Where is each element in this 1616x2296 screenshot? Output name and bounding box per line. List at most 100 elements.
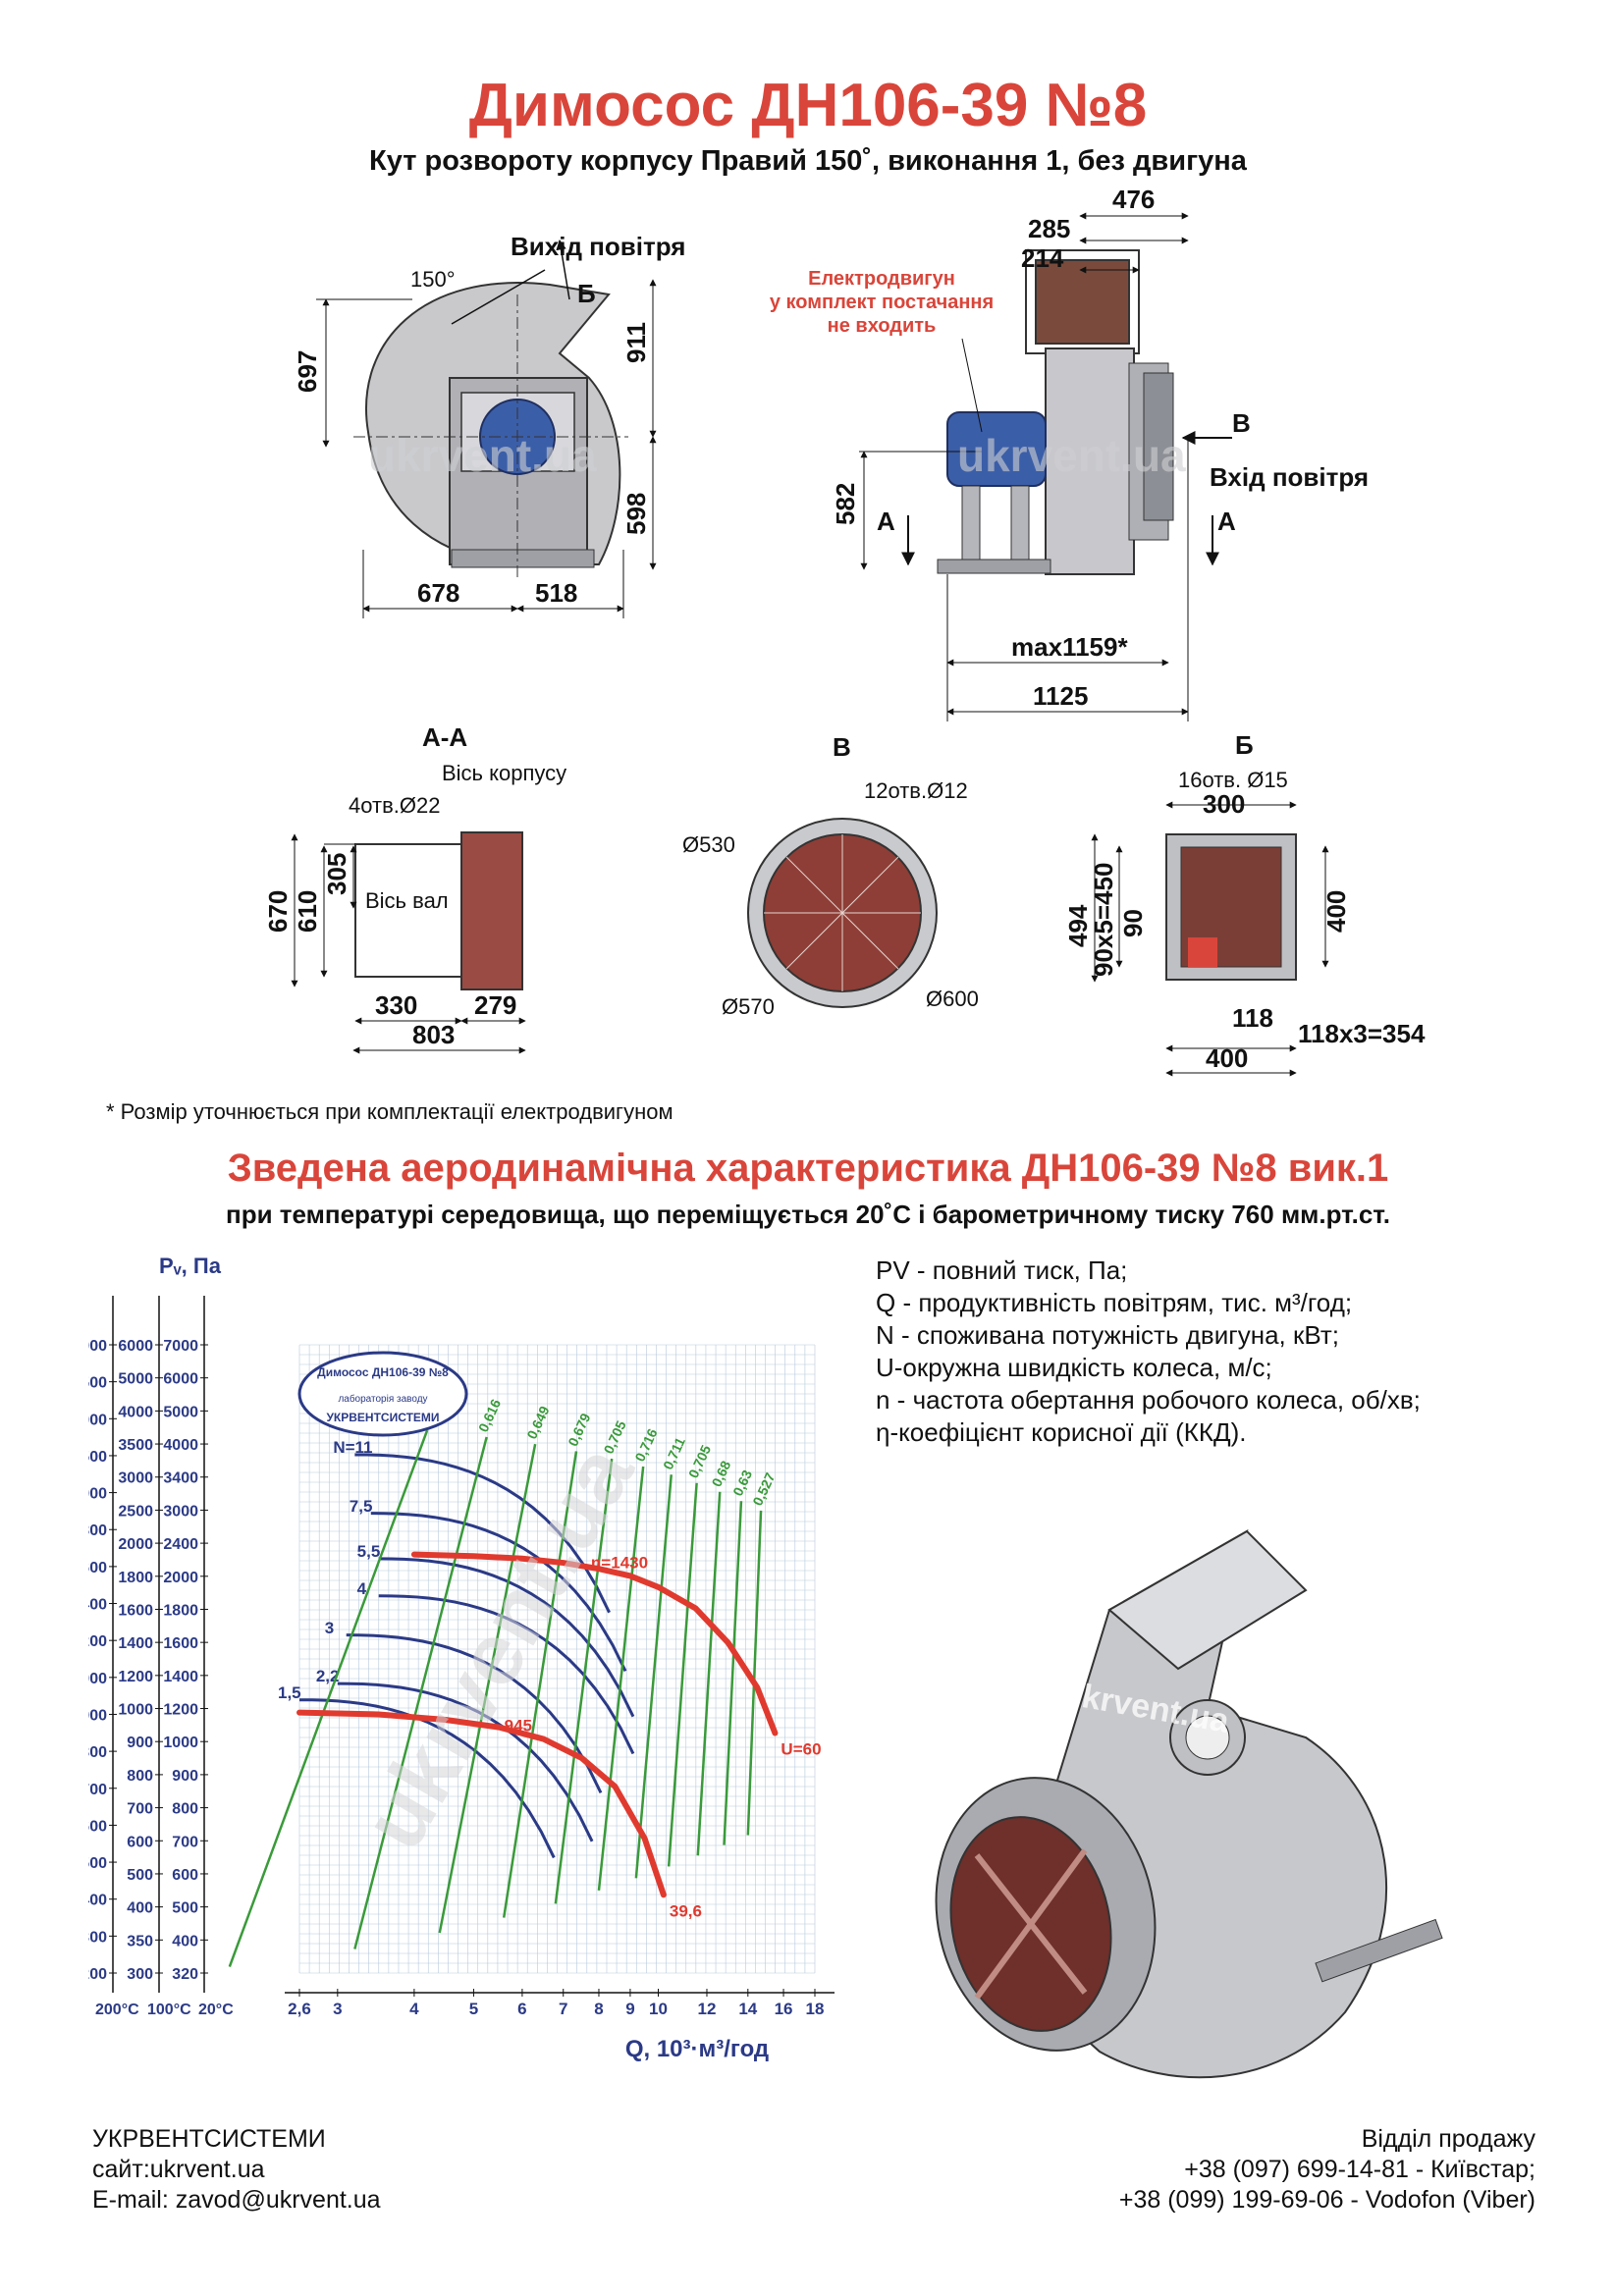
side-section-b-label: Б [577, 279, 596, 308]
power-label: 7,5 [350, 1497, 373, 1516]
technical-drawings: Вихід повітря 150° Б 697 911 598 678 518… [263, 185, 1426, 1077]
axis-tick-label: 1600 [118, 1602, 153, 1619]
footnote: * Розмір уточнюється при комплектації ел… [106, 1099, 673, 1124]
x-tick-label: 12 [698, 2000, 717, 2018]
axis-tick-label: 1000 [118, 1702, 153, 1719]
power-label: 3 [325, 1619, 334, 1637]
aero-chart: 4000350030002500200018001600140012001000… [88, 1254, 835, 2062]
side-dim-697: 697 [293, 350, 322, 393]
legend-q: Q - продуктивність повітрям, тис. м³/год… [876, 1288, 1353, 1317]
axis-tick-label: 700 [88, 1782, 107, 1798]
axis-tick-label: 1800 [118, 1570, 153, 1586]
watermark-side: ukrvent.ua [368, 430, 597, 481]
axis-tick-label: 350 [127, 1933, 153, 1949]
axis-tick-label: 800 [172, 1801, 198, 1818]
y-axis-label: Pᵥ, Па [159, 1254, 222, 1278]
axis-tick-label: 1000 [88, 1671, 107, 1687]
axis-tick-label: 300 [127, 1966, 153, 1983]
axis-tick-label: 2000 [118, 1536, 153, 1553]
axis-tick-label: 500 [88, 1855, 107, 1872]
side-dim-911: 911 [621, 322, 651, 363]
aa-dim-305: 305 [322, 853, 351, 895]
legend-eta: η-коефіцієнт корисної дії (ККД). [876, 1417, 1247, 1447]
axis-tick-label: 1200 [118, 1669, 153, 1685]
x-tick-label: 3 [333, 2000, 342, 2018]
axis-tick-label: 2000 [88, 1486, 107, 1503]
x-tick-label: 9 [625, 2000, 634, 2018]
power-curve [354, 1453, 611, 1614]
stamp-brand: УКРВЕНТСИСТЕМИ [326, 1411, 439, 1424]
axis-tick-label: 1200 [88, 1633, 107, 1650]
efficiency-label: 0,649 [523, 1404, 552, 1442]
axis-tick-label: 900 [172, 1768, 198, 1785]
series-name-label: 945 [505, 1717, 532, 1735]
chart-subtitle: при температурі середовища, що переміщує… [226, 1200, 1390, 1229]
temp-label: 20°C [198, 2002, 234, 2018]
footer-site[interactable]: сайт:ukrvent.ua [92, 2156, 265, 2183]
efficiency-line [597, 1466, 645, 1892]
axis-tick-label: 3400 [163, 1470, 198, 1487]
x-tick-label: 4 [409, 2000, 419, 2018]
efficiency-label: 0,63 [729, 1468, 755, 1499]
axis-tick-label: 4000 [88, 1338, 107, 1355]
front-view-drawing: Електродвигун у комплект постачання не в… [770, 185, 1369, 721]
efficiency-line [696, 1491, 722, 1856]
series-end-label: U=60 [781, 1740, 821, 1759]
front-section-a-left: А [877, 507, 895, 536]
footer-phone2[interactable]: +38 (099) 199-69-06 - Vodofon (Viber) [1118, 2186, 1535, 2214]
side-dim-678: 678 [417, 578, 459, 608]
axis-tick-label: 1000 [163, 1735, 198, 1751]
axis-tick-label: 500 [127, 1867, 153, 1884]
efficiency-line [723, 1501, 743, 1845]
section-v-holes: 12отв.Ø12 [864, 778, 968, 803]
axis-tick-label: 800 [88, 1744, 107, 1761]
efficiency-line [554, 1458, 614, 1904]
b-dim-118: 118 [1232, 1003, 1273, 1033]
x-tick-label: 7 [559, 2000, 567, 2018]
b-dim-90: 90 [1118, 909, 1148, 937]
footer-email[interactable]: E-mail: zavod@ukrvent.ua [92, 2186, 381, 2214]
series-curve-0 [410, 1551, 779, 1736]
b-dim-494: 494 [1063, 904, 1093, 947]
stamp-title: Димосос ДН106-39 №8 [317, 1365, 449, 1379]
axis-tick-label: 3000 [88, 1412, 107, 1428]
axis-tick-label: 3000 [163, 1503, 198, 1520]
legend-n-rpm: n - частота обертання робочого колеса, о… [876, 1385, 1421, 1415]
aa-dim-610: 610 [293, 890, 322, 933]
footer-left: УКРВЕНТСИСТЕМИ сайт:ukrvent.ua E-mail: z… [92, 2124, 381, 2216]
x-tick-label: 6 [517, 2000, 526, 2018]
axis-tick-label: 7000 [163, 1338, 198, 1355]
power-curve [346, 1633, 603, 1794]
axis-tick-label: 3500 [118, 1437, 153, 1454]
temp-label: 100°C [147, 2002, 191, 2018]
power-curve [378, 1557, 635, 1718]
footer-sales-title: Відділ продажу [1361, 2125, 1535, 2153]
axis-tick-label: 2500 [88, 1449, 107, 1466]
axis-tick-label: 320 [172, 1966, 198, 1983]
legend-pv: PV - повний тиск, Па; [876, 1255, 1128, 1285]
legend-n: N - споживана потужність двигуна, кВт; [876, 1320, 1339, 1350]
axis-tick-label: 400 [172, 1933, 198, 1949]
axis-tick-label: 200 [88, 1966, 107, 1983]
efficiency-label: 0,705 [685, 1442, 714, 1480]
side-dim-598: 598 [621, 493, 651, 535]
motor-note-line3: не входить [828, 315, 937, 337]
efficiency-line [502, 1451, 578, 1918]
axis-tick-label: 400 [127, 1900, 153, 1917]
b-dim-400-h: 400 [1206, 1043, 1248, 1073]
front-dim-582: 582 [831, 483, 860, 525]
side-angle-label: 150° [410, 267, 456, 292]
page-subtitle: Кут розвороту корпусу Правий 150˚, викон… [369, 145, 1247, 177]
front-inlet-label: Вхід повітря [1210, 462, 1369, 492]
power-curve [337, 1682, 594, 1842]
section-v-dim-530: Ø530 [682, 832, 735, 857]
stamp-lab: лабораторія заводу [338, 1393, 427, 1405]
axis-tick-label: 1600 [163, 1635, 198, 1652]
x-tick-label: 16 [775, 2000, 793, 2018]
axis-tick-label: 2000 [163, 1570, 198, 1586]
aa-dim-330: 330 [375, 990, 417, 1020]
footer-phone1[interactable]: +38 (097) 699-14-81 - Київстар; [1184, 2156, 1535, 2183]
axis-tick-label: 1800 [88, 1522, 107, 1539]
efficiency-line [746, 1510, 763, 1836]
section-aa-shaft-axis: Вісь вал [365, 888, 449, 913]
